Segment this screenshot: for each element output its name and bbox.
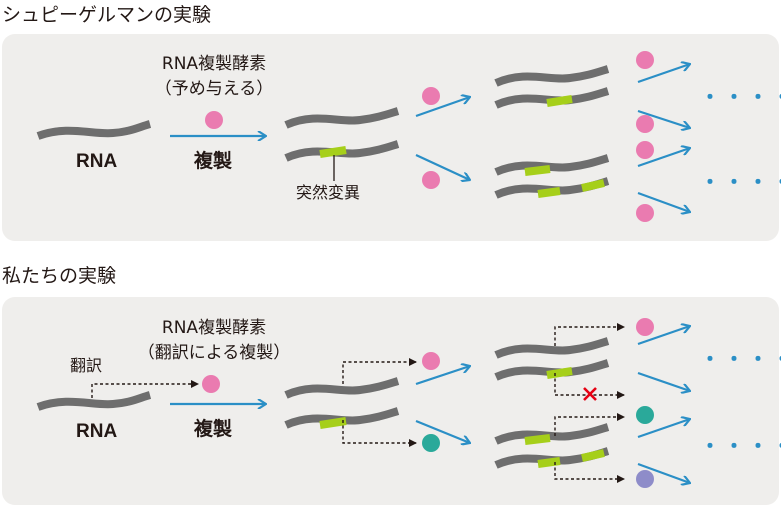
rna-strand-plain [284, 377, 400, 399]
branch-arrow [637, 109, 690, 128]
enzyme-pink-icon [205, 111, 223, 129]
mutation-segment [546, 367, 573, 379]
branch-arrow [637, 462, 690, 483]
mutation-segment [524, 165, 551, 176]
section-title-spiegelman: シュピーゲルマンの実験 [2, 4, 212, 26]
enzyme-pink-icon [636, 51, 654, 69]
translation-arrow [91, 380, 199, 398]
translation-arrow [554, 323, 625, 346]
enzyme-purple-icon [636, 470, 654, 488]
rna-strand [494, 423, 610, 445]
rna-label: RNA [76, 421, 118, 442]
rna-strand-original [36, 391, 152, 411]
enzyme-note: （翻訳による複製） [137, 343, 291, 363]
mutation-segment [546, 95, 573, 107]
translation-label: 翻訳 [70, 356, 103, 375]
branch-arrow [415, 366, 470, 386]
branch-arrow [637, 371, 690, 391]
translation-arrow [342, 358, 417, 384]
branch-arrow [415, 419, 470, 443]
mutation-segment [581, 179, 605, 192]
rna-strand-mutant [284, 140, 400, 162]
enzyme-pink-icon [202, 375, 220, 393]
replication-label: 複製 [194, 418, 233, 440]
mutation-segment [581, 449, 605, 462]
rna-strand [494, 65, 610, 87]
rna-strand-plain [284, 107, 400, 129]
translation-arrow [554, 373, 625, 399]
mutation-segment [537, 457, 561, 468]
enzyme-pink-icon [636, 318, 654, 336]
translation-arrow [342, 420, 417, 447]
rna-label: RNA [76, 151, 118, 172]
branch-arrow [637, 191, 690, 212]
enzyme-pink-icon [636, 115, 654, 133]
branch-arrow [637, 326, 690, 346]
enzyme-pink-icon [636, 141, 654, 159]
branch-arrow [415, 97, 470, 118]
mutation-segment [319, 146, 347, 158]
mutation-segment [319, 417, 347, 429]
enzyme-label: RNA複製酵素 [161, 318, 267, 338]
enzyme-pink-icon [422, 87, 440, 105]
mutation-label: 突然変異 [296, 183, 361, 202]
enzyme-pink-icon [422, 171, 440, 189]
rna-strand [494, 154, 610, 176]
enzyme-label: RNA複製酵素 [161, 54, 267, 74]
continuation-dots: ・・・・ [700, 85, 781, 109]
continuation-dots: ・・・・ [700, 347, 781, 371]
enzyme-teal-icon [422, 434, 440, 452]
mutation-segment [537, 187, 561, 198]
continuation-dots: ・・・・ [700, 170, 781, 194]
rna-strand-mutant [284, 407, 400, 429]
translation-arrow [554, 462, 625, 483]
branch-arrow [415, 154, 470, 180]
replication-label: 複製 [194, 150, 233, 172]
rna-strand-original [36, 120, 152, 140]
enzyme-note: （予め与える） [154, 79, 274, 99]
section-title-ours: 私たちの実験 [2, 265, 117, 287]
failure-x-icon [583, 387, 597, 401]
enzyme-pink-icon [422, 352, 440, 370]
enzyme-teal-icon [636, 406, 654, 424]
branch-arrow [637, 64, 690, 84]
mutation-segment [524, 434, 551, 445]
branch-arrow [637, 419, 690, 439]
continuation-dots: ・・・・ [700, 434, 781, 458]
enzyme-pink-icon [636, 204, 654, 222]
branch-arrow [637, 148, 690, 168]
rna-strand [494, 337, 610, 359]
translation-arrow [554, 413, 625, 436]
